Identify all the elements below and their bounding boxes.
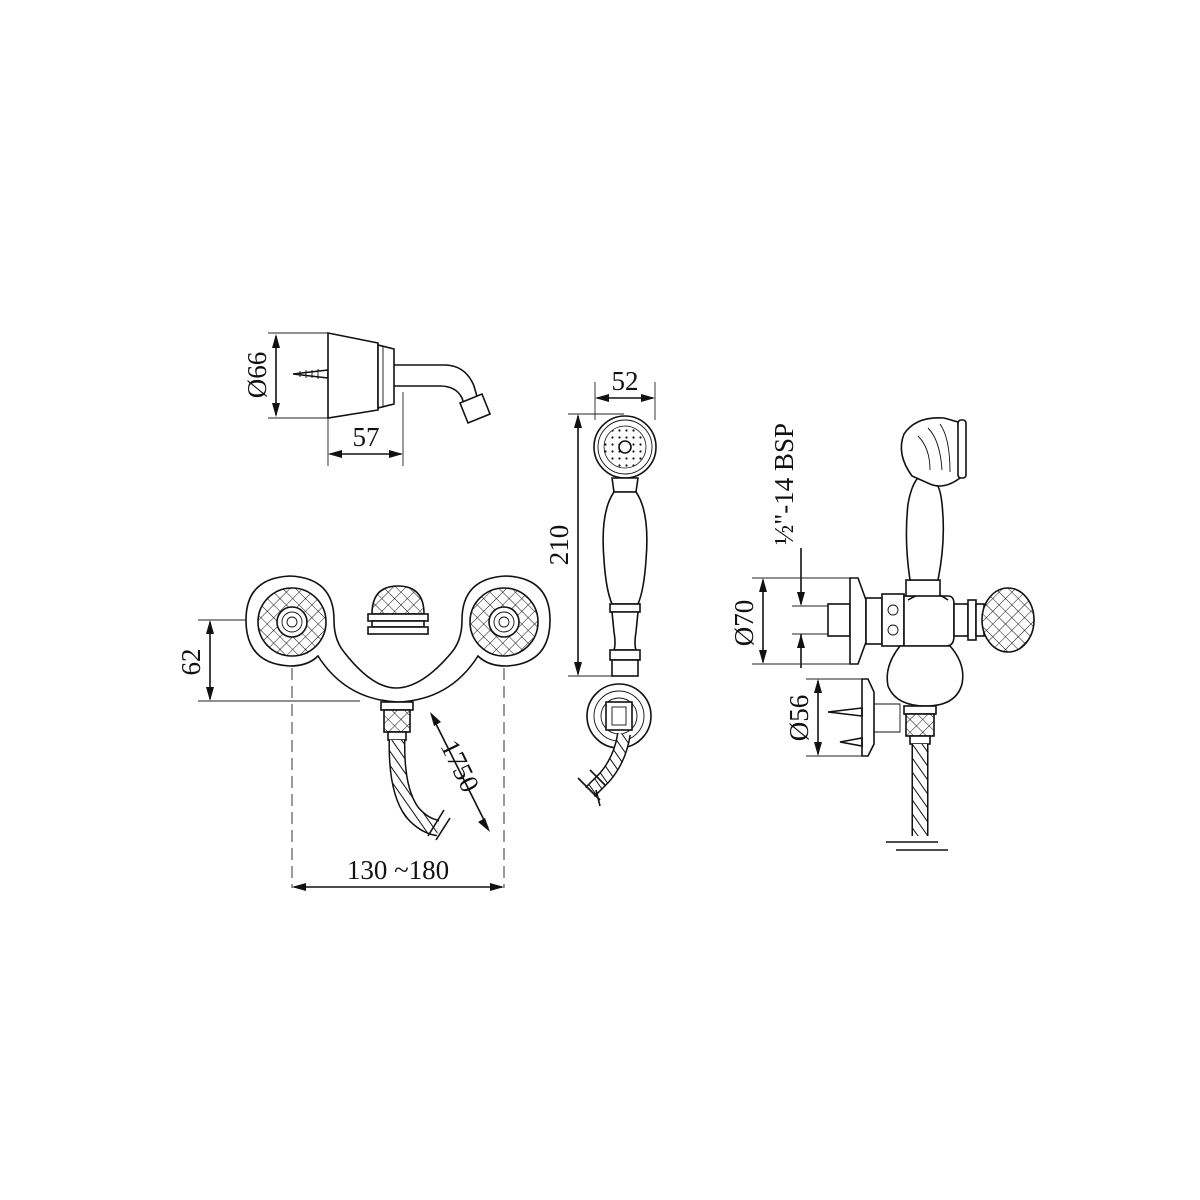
bracket-screw bbox=[827, 707, 863, 717]
arrowhead bbox=[574, 662, 582, 676]
inlet-thread-label: ½"-14 BSP bbox=[769, 423, 799, 545]
outlet-nut bbox=[380, 701, 414, 711]
right-handle-cap-center bbox=[498, 616, 510, 628]
handset-length-label: 210 bbox=[544, 525, 574, 566]
mixer-body-side bbox=[903, 595, 955, 647]
handset-head-side bbox=[900, 417, 961, 487]
arrowhead bbox=[641, 394, 655, 402]
arrowhead bbox=[797, 634, 805, 648]
hand-shower-view: 52 210 bbox=[544, 366, 657, 807]
arrowhead bbox=[389, 450, 403, 458]
hose-break-mark bbox=[427, 809, 451, 841]
mixer-side-view: ½"-14 BSP Ø70 Ø56 bbox=[729, 417, 1035, 851]
spray-center bbox=[618, 440, 632, 454]
union-nut bbox=[881, 593, 905, 647]
mixer-front-view: 62 1750 bbox=[176, 575, 551, 891]
outlet-nut bbox=[903, 705, 937, 715]
diverter-ring bbox=[371, 620, 425, 628]
mixer-height-label: 62 bbox=[176, 649, 206, 676]
hose-break-mark bbox=[577, 769, 607, 807]
holder-slot bbox=[611, 706, 627, 726]
handset-end bbox=[611, 659, 639, 677]
handset-ring bbox=[609, 603, 641, 613]
head-diameter-label: Ø66 bbox=[242, 352, 272, 399]
center-distance-label: 130 ~180 bbox=[347, 855, 449, 885]
right-handle-cap bbox=[488, 606, 520, 638]
handset-grip-side bbox=[905, 475, 945, 581]
spray-face-side bbox=[957, 419, 967, 479]
hose-length-label: 1750 bbox=[435, 735, 486, 797]
holder-clip bbox=[605, 701, 633, 731]
spray-head-rim bbox=[597, 419, 653, 475]
arrowhead bbox=[328, 450, 342, 458]
outlet-connector bbox=[383, 709, 411, 733]
handset-base bbox=[609, 649, 641, 661]
handle-stem bbox=[953, 603, 969, 637]
arrowhead bbox=[292, 883, 306, 891]
bracket-screw bbox=[839, 737, 863, 747]
dimension-line bbox=[431, 715, 489, 829]
arrowhead bbox=[595, 394, 609, 402]
wall-flange bbox=[327, 332, 379, 419]
arrowhead bbox=[797, 592, 805, 606]
arrowhead bbox=[206, 620, 214, 634]
bracket-flange bbox=[861, 678, 875, 757]
shower-arm-bottom bbox=[394, 385, 467, 411]
flange-collar bbox=[377, 343, 395, 410]
outlet-connector bbox=[905, 713, 935, 737]
arrowhead bbox=[430, 712, 441, 726]
left-handle-cap-center bbox=[286, 616, 298, 628]
head-depth-label: 57 bbox=[353, 422, 380, 452]
bracket-diameter-label: Ø56 bbox=[784, 695, 814, 742]
arrowhead bbox=[759, 578, 767, 592]
shower-arm-top bbox=[394, 364, 479, 401]
shower-head-view: Ø66 57 bbox=[242, 332, 492, 466]
arrowhead bbox=[814, 742, 822, 756]
diverter-ring bbox=[367, 626, 429, 635]
handle-ring bbox=[967, 599, 977, 641]
arrowhead bbox=[206, 687, 214, 701]
bracket-arm bbox=[874, 703, 901, 733]
shower-nozzle bbox=[458, 392, 492, 425]
right-handle-cap-ring bbox=[493, 611, 515, 633]
shower-hose-coil bbox=[389, 739, 440, 835]
arrowhead bbox=[574, 414, 582, 428]
inlet-connector bbox=[827, 603, 851, 637]
diverter-ring bbox=[367, 613, 429, 622]
outlet-tail bbox=[387, 731, 407, 741]
union-bolt bbox=[887, 624, 899, 636]
handset-lower bbox=[611, 611, 639, 651]
crystal-handle bbox=[981, 587, 1035, 653]
outlet-tail bbox=[909, 735, 931, 745]
flange-diameter-label: Ø70 bbox=[729, 600, 759, 647]
arrowhead bbox=[814, 679, 822, 693]
diverter-knob bbox=[371, 585, 425, 615]
arrowhead bbox=[478, 818, 490, 832]
handset-neck bbox=[611, 477, 639, 493]
left-handle-cap-ring bbox=[281, 611, 303, 633]
head-flutes bbox=[917, 423, 951, 473]
eccentric-union bbox=[865, 597, 883, 645]
arrowhead bbox=[759, 650, 767, 664]
holder-hose-coil bbox=[586, 733, 630, 796]
screw-thread bbox=[299, 369, 319, 379]
left-handle-cap bbox=[276, 606, 308, 638]
arrowhead bbox=[490, 883, 504, 891]
union-bolt bbox=[887, 604, 899, 616]
arrowhead bbox=[272, 403, 280, 417]
handset-grip bbox=[602, 491, 648, 605]
arrowhead bbox=[272, 334, 280, 348]
handset-width-label: 52 bbox=[612, 366, 639, 396]
wall-screw bbox=[292, 369, 329, 379]
cradle-base bbox=[905, 579, 941, 597]
wall-flange bbox=[849, 577, 867, 665]
hose-break-mark bbox=[886, 841, 948, 851]
mixer-lower-body bbox=[886, 645, 964, 707]
